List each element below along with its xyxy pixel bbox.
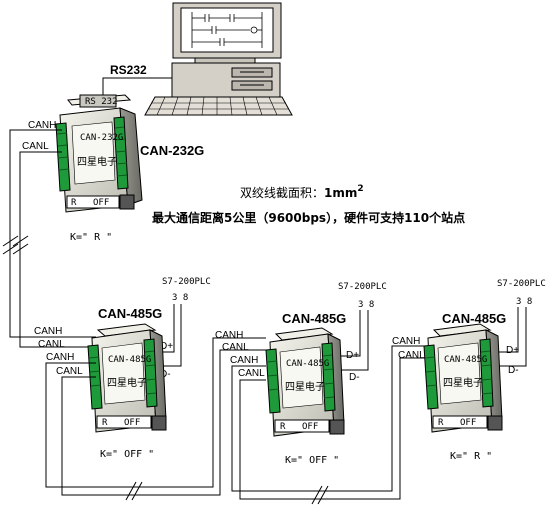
computer (144, 2, 293, 116)
canh-in-label: CANH (392, 336, 420, 347)
canl-out-label: CANL (56, 366, 83, 377)
can485g-node-2: CAN-485G S7-200PLC 3 8 D+ D- CAN-485G 四星… (215, 282, 387, 466)
canh-out-label: CANH (46, 352, 74, 363)
rs232-label: RS232 (110, 63, 147, 77)
distance-note: 最大通信距离5公里（9600bps），硬件可支持110个站点 (152, 210, 465, 225)
device-face-title: CAN-485G (286, 359, 329, 369)
canh-out-label: CANH (230, 355, 258, 366)
can232g-model-label: CAN-232G (140, 143, 204, 158)
canh-link-2 (231, 345, 426, 492)
canl-link-2 (239, 357, 426, 500)
can232g-switch-setting: K=" R " (70, 232, 112, 243)
cable-break-mark-2 (125, 481, 143, 501)
device-face-title: CAN-485G (108, 355, 151, 365)
rs232-cable (102, 77, 172, 96)
node-model-label: CAN-485G (98, 306, 162, 321)
plc-label: S7-200PLC (162, 277, 211, 287)
d-minus-label: D- (349, 372, 360, 383)
device-brand: 四星电子 (77, 155, 117, 168)
switch-setting: K=" R " (450, 451, 492, 462)
canl-in-label: CANL (398, 350, 425, 361)
can232g-device: RS 232 CAN-232G 四星电子 R OFF (55, 94, 143, 213)
switch-left-label: R (71, 198, 77, 208)
switch-right-label: OFF (124, 418, 140, 428)
switch-left-label: R (102, 418, 108, 428)
cable-spec-note: 双绞线截面积：1mm2 (240, 184, 364, 200)
canl-out-label: CANL (238, 368, 265, 379)
canl-in-label: CANL (222, 342, 249, 353)
device-face-title: CAN-485G (444, 355, 487, 365)
system-unit (171, 62, 281, 98)
device-face-title: CAN-232G (80, 133, 123, 143)
canh-trunk (9, 129, 96, 338)
d-plus-label: D+ (160, 341, 173, 352)
d-minus-wire (488, 307, 527, 367)
switch-left-label: R (280, 422, 286, 432)
d-plus-label: D+ (506, 345, 519, 356)
plc-pins-label: 3 8 (516, 297, 532, 307)
switch-setting: K=" OFF " (285, 455, 339, 466)
can232g-canl-label: CANL (22, 141, 49, 152)
device-port-label: RS 232 (85, 97, 118, 107)
device-brand: 四星电子 (107, 376, 147, 389)
canh-in-label: CANH (215, 330, 243, 341)
plc-pins-label: 3 8 (358, 300, 374, 310)
plc-label: S7-200PLC (338, 282, 387, 292)
switch-right-label: OFF (460, 418, 476, 428)
can232g-canh-label: CANH (28, 120, 56, 131)
canl-in-label: CANL (38, 339, 65, 350)
canh-in-label: CANH (34, 326, 62, 337)
d-minus-label: D- (508, 365, 519, 376)
node-model-label: CAN-485G (282, 311, 346, 326)
d-minus-wire (332, 310, 369, 371)
canl-link-1 (61, 349, 266, 496)
switch-right-label: OFF (93, 198, 109, 208)
cable-break-mark-1 (2, 235, 29, 255)
can485g-node-1: CAN-485G S7-200PLC 3 8 D+ D- CAN-485G 四星… (34, 277, 211, 460)
plc-label: S7-200PLC (497, 279, 546, 289)
cable-break-mark-3 (311, 485, 329, 505)
canh-link-1 (45, 337, 266, 488)
switch-left-label: R (438, 418, 444, 428)
can485g-node-3: CAN-485G S7-200PLC 3 8 D+ D- CAN-485G 四星… (392, 279, 546, 462)
device-brand: 四星电子 (443, 376, 483, 389)
plc-pins-label: 3 8 (172, 293, 188, 303)
node-model-label: CAN-485G (442, 311, 506, 326)
switch-right-label: OFF (302, 422, 318, 432)
device-brand: 四星电子 (285, 380, 325, 393)
ladder-logic-icon (191, 12, 263, 48)
d-plus-label: D+ (346, 350, 359, 361)
switch-setting: K=" OFF " (100, 449, 154, 460)
d-minus-label: D- (160, 369, 171, 380)
